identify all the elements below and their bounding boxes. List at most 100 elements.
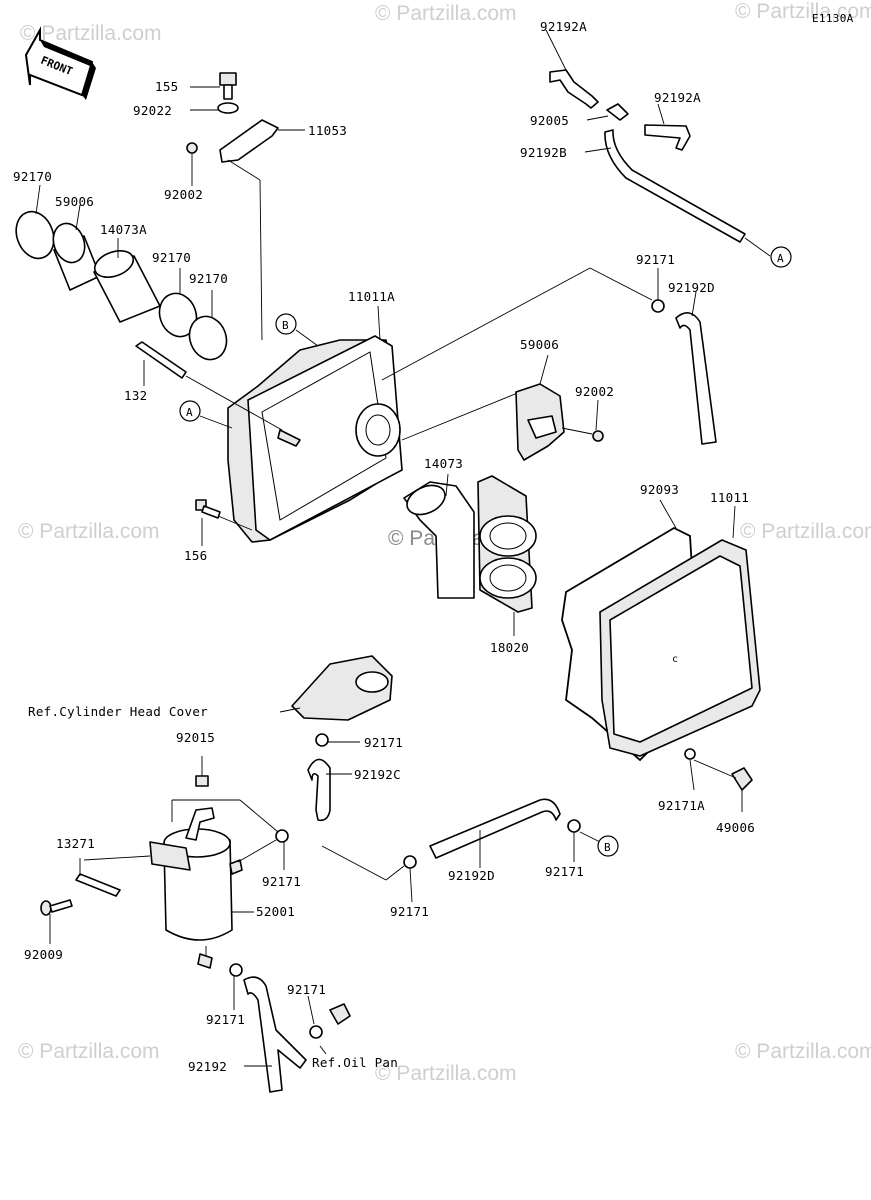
bolt-156 <box>195 499 253 546</box>
washer-92022 <box>217 102 239 114</box>
label-156: 156 <box>184 548 207 563</box>
label-ref-cylinder-head-cover: Ref.Cylinder Head Cover <box>28 704 208 719</box>
label-18020: 18020 <box>490 640 529 655</box>
clamp-92170-mid1 <box>158 292 198 338</box>
label-92171-drain2: 92171 <box>287 982 326 997</box>
intake-duct-group <box>15 184 228 361</box>
cap-group <box>684 748 753 812</box>
label-52001: 52001 <box>256 904 295 919</box>
callout-B-bottom: B <box>597 835 619 857</box>
cover-11011: c <box>599 505 761 757</box>
hose-92192B <box>604 129 746 243</box>
label-92192C: 92192C <box>354 767 401 782</box>
breather-tank-52001 <box>149 756 289 941</box>
label-49006: 49006 <box>716 820 755 835</box>
label-14073A: 14073A <box>100 222 147 237</box>
label-92171-bottom-mid: 92171 <box>390 904 429 919</box>
label-92192D-bottom: 92192D <box>448 868 495 883</box>
label-92192A-right: 92192A <box>654 90 701 105</box>
svg-text:A: A <box>777 252 784 265</box>
duct-14073 <box>403 473 475 599</box>
svg-text:B: B <box>604 841 611 854</box>
label-92171A: 92171A <box>658 798 705 813</box>
label-92015: 92015 <box>176 730 215 745</box>
svg-text:A: A <box>186 406 193 419</box>
front-arrow: FRONT <box>24 26 96 100</box>
housing-flange <box>247 335 403 541</box>
watermark-4: © Partzilla.com <box>18 520 160 543</box>
hose-92192A-upper <box>549 69 599 109</box>
label-92171-topright: 92171 <box>636 252 675 267</box>
housing-outlet <box>355 403 401 457</box>
watermark-6: © Partzilla.com <box>18 1040 160 1063</box>
label-11053: 11053 <box>308 123 347 138</box>
bolt-155-shank <box>223 84 233 100</box>
label-92192D-top: 92192D <box>668 280 715 295</box>
label-92170-left: 92170 <box>13 169 52 184</box>
bolt-92002-mid <box>592 430 604 442</box>
watermark-3: © Partzilla.com <box>735 0 871 23</box>
cap-49006 <box>731 767 753 791</box>
hose-92192D-bottom-group <box>321 798 601 903</box>
clamp-92171-topright <box>651 299 665 313</box>
watermark-1: © Partzilla.com <box>20 22 162 45</box>
label-59006-mid: 59006 <box>520 337 559 352</box>
hose-92192A-right <box>644 124 691 151</box>
plate-18020 <box>477 475 537 636</box>
label-13271: 13271 <box>56 836 95 851</box>
bracket-13271 <box>149 841 191 871</box>
watermark-7: © Partzilla.com <box>375 1062 517 1085</box>
cylinder-head-cover-ref <box>279 655 393 822</box>
hose-92192D-top-group <box>651 268 717 445</box>
label-92171-bottom-right: 92171 <box>545 864 584 879</box>
breather-hoses-top <box>545 29 771 257</box>
callout-A-housing: A <box>179 400 233 429</box>
label-92171-tank: 92171 <box>262 874 301 889</box>
label-92171-drain1: 92171 <box>206 1012 245 1027</box>
bolt-92002-top <box>186 142 198 154</box>
clamp-92171-headcover <box>315 733 329 747</box>
label-92093: 92093 <box>640 482 679 497</box>
clamp-92171-bottom-mid <box>403 855 417 869</box>
label-132: 132 <box>124 388 147 403</box>
label-92171-headcover: 92171 <box>364 735 403 750</box>
label-11011: 11011 <box>710 490 749 505</box>
bolt-132 <box>135 341 283 431</box>
svg-text:c: c <box>672 654 678 665</box>
callout-B-housing: B <box>275 313 319 347</box>
label-92022: 92022 <box>133 103 172 118</box>
label-92170-mid2: 92170 <box>189 271 228 286</box>
label-92009: 92009 <box>24 947 63 962</box>
svg-text:B: B <box>282 319 289 332</box>
clamp-92170-mid2 <box>188 315 228 361</box>
watermark-5: © Partzilla.com <box>740 520 871 543</box>
cover-59006 <box>515 354 604 461</box>
label-92192A-top: 92192A <box>540 19 587 34</box>
air-cleaner-housing-11011A <box>227 267 653 543</box>
joint-92005 <box>606 103 629 121</box>
bolt-92009 <box>40 900 52 916</box>
watermark-8: © Partzilla.com <box>735 1040 871 1063</box>
label-92192B: 92192B <box>520 145 567 160</box>
clamp-92171-drain1 <box>229 963 243 977</box>
nut-92015 <box>195 775 209 787</box>
label-92002-mid: 92002 <box>575 384 614 399</box>
label-92005: 92005 <box>530 113 569 128</box>
bolt-155-head <box>219 72 237 86</box>
diagram-code: E1130A <box>812 12 854 25</box>
label-92002-top: 92002 <box>164 187 203 202</box>
label-92192: 92192 <box>188 1059 227 1074</box>
callout-A-top: A <box>770 246 792 268</box>
stay-13271 <box>40 855 151 944</box>
clamp-92170-left <box>15 210 55 260</box>
watermark-2: © Partzilla.com <box>375 2 517 25</box>
clamp-92171-drain2 <box>309 1025 323 1039</box>
bracket-11053 <box>219 119 279 163</box>
bolt-bracket-group <box>186 72 305 341</box>
clamp-92171-bottom-right <box>567 819 581 833</box>
label-14073: 14073 <box>424 456 463 471</box>
label-92170-mid1: 92170 <box>152 250 191 265</box>
label-59006-left: 59006 <box>55 194 94 209</box>
clamp-92171-tank <box>275 829 289 843</box>
label-11011A: 11011A <box>348 289 395 304</box>
